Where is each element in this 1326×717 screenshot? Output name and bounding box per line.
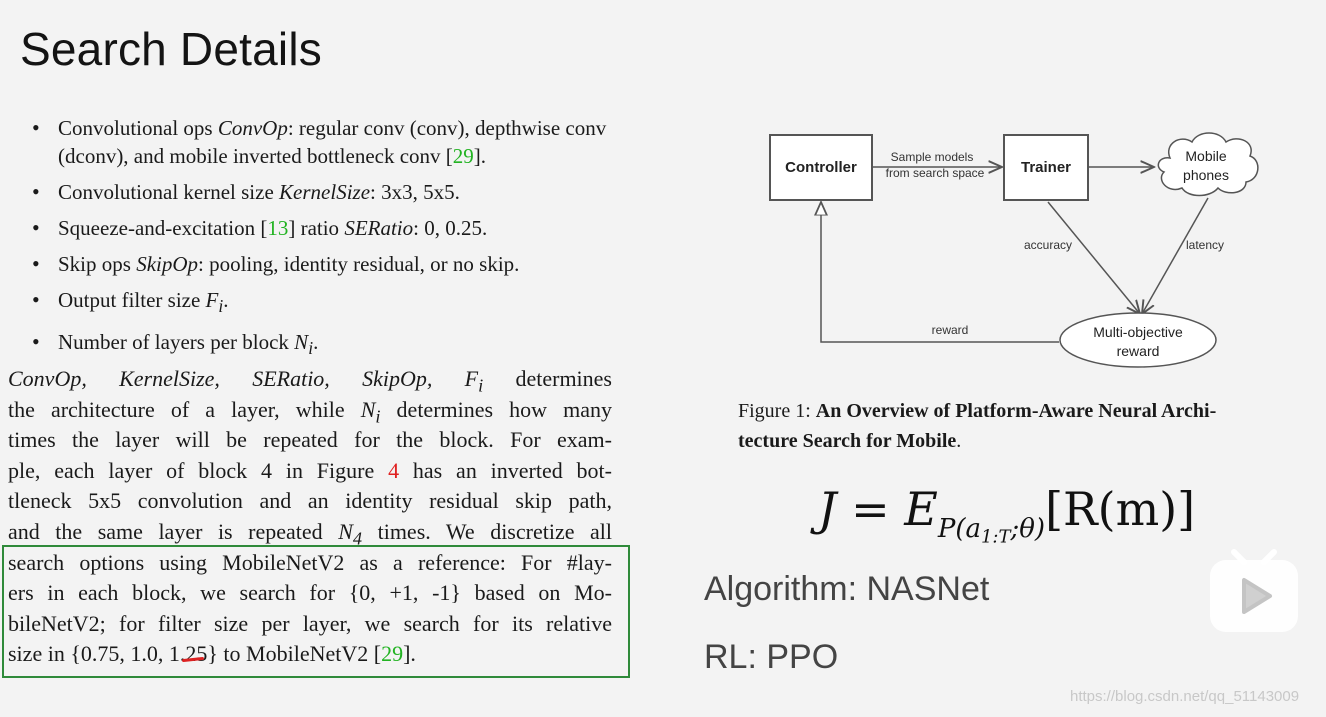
mobile-phones-label-2: phones xyxy=(1183,167,1229,183)
rl-label: RL: PPO xyxy=(704,638,839,676)
figure-caption: Figure 1: An Overview of Platform-Aware … xyxy=(738,400,1217,452)
paragraph-line: times the layer will be repeated for the… xyxy=(8,427,612,453)
citation-link[interactable]: 13 xyxy=(267,216,289,240)
paragraph-line: ple, each layer of block 4 in Figure 4 h… xyxy=(8,457,612,483)
highlight-annotation-box xyxy=(2,545,630,678)
paragraph-line: bileNetV2; for filter size per layer, we… xyxy=(8,610,612,636)
play-button[interactable] xyxy=(1206,546,1302,634)
list-item: Output filter size Fi. xyxy=(30,286,630,320)
edge-latency xyxy=(1142,197,1209,314)
mobile-phones-cloud xyxy=(1157,132,1259,197)
paragraph-line: size in {0.75, 1.0, 1.25} to MobileNetV2… xyxy=(8,641,416,667)
objective-formula: J = EP(a1:T;θ)[R(m)] xyxy=(818,482,1196,548)
paragraph-line: ConvOp, KernelSize, SERatio, SkipOp, Fi … xyxy=(8,366,612,396)
edge-label-reward: reward xyxy=(932,323,969,337)
reward-node-label: Multi-objective xyxy=(1093,324,1183,340)
paragraph-line: and the same layer is repeated N4 times.… xyxy=(8,518,613,549)
nas-overview-diagram: Controller Trainer Mobile phones Sample … xyxy=(760,120,1280,380)
figure-ref-link[interactable]: 4 xyxy=(388,457,400,483)
edge-label-sample: Sample models xyxy=(891,150,974,164)
reward-node-label-2: reward xyxy=(1117,343,1160,359)
trainer-box xyxy=(1003,134,1089,201)
reward-node xyxy=(1059,312,1217,368)
list-item: Skip ops SkipOp: pooling, identity resid… xyxy=(30,250,630,278)
edge-label-sample-2: from search space xyxy=(886,166,985,180)
citation-link[interactable]: 29 xyxy=(381,641,404,667)
edge-label-latency: latency xyxy=(1186,238,1224,252)
edge-reward-controller xyxy=(821,202,1059,343)
paragraph-line: search options using MobileNetV2 as a re… xyxy=(8,549,612,575)
list-item: Squeeze-and-excitation [13] ratio SERati… xyxy=(30,214,630,242)
slide-title: Search Details xyxy=(20,23,322,75)
list-item: Number of layers per block Ni. xyxy=(30,328,630,362)
citation-link[interactable]: 29 xyxy=(452,144,474,168)
paragraph-line: ers in each block, we search for {0, +1,… xyxy=(8,580,612,606)
paragraph-line: tleneck 5x5 convolution and an identity … xyxy=(8,488,612,514)
list-item: Convolutional ops ConvOp: regular conv (… xyxy=(30,114,630,170)
paragraph-line: the architecture of a layer, while Ni de… xyxy=(8,396,612,426)
list-item: Convolutional kernel size KernelSize: 3x… xyxy=(30,178,630,206)
mobile-phones-label: Mobile xyxy=(1185,148,1226,164)
controller-label: Controller xyxy=(785,159,857,176)
play-icon xyxy=(1210,549,1298,632)
trainer-label: Trainer xyxy=(1021,159,1071,176)
description-paragraph: ConvOp, KernelSize, SERatio, SkipOp, Fi … xyxy=(8,364,612,670)
edge-label-accuracy: accuracy xyxy=(1024,238,1072,252)
edge-accuracy xyxy=(1047,201,1140,314)
watermark-url: https://blog.csdn.net/qq_51143009 xyxy=(1070,688,1300,705)
algorithm-label: Algorithm: NASNet xyxy=(704,570,990,608)
search-options-list: Convolutional ops ConvOp: regular conv (… xyxy=(30,114,630,370)
